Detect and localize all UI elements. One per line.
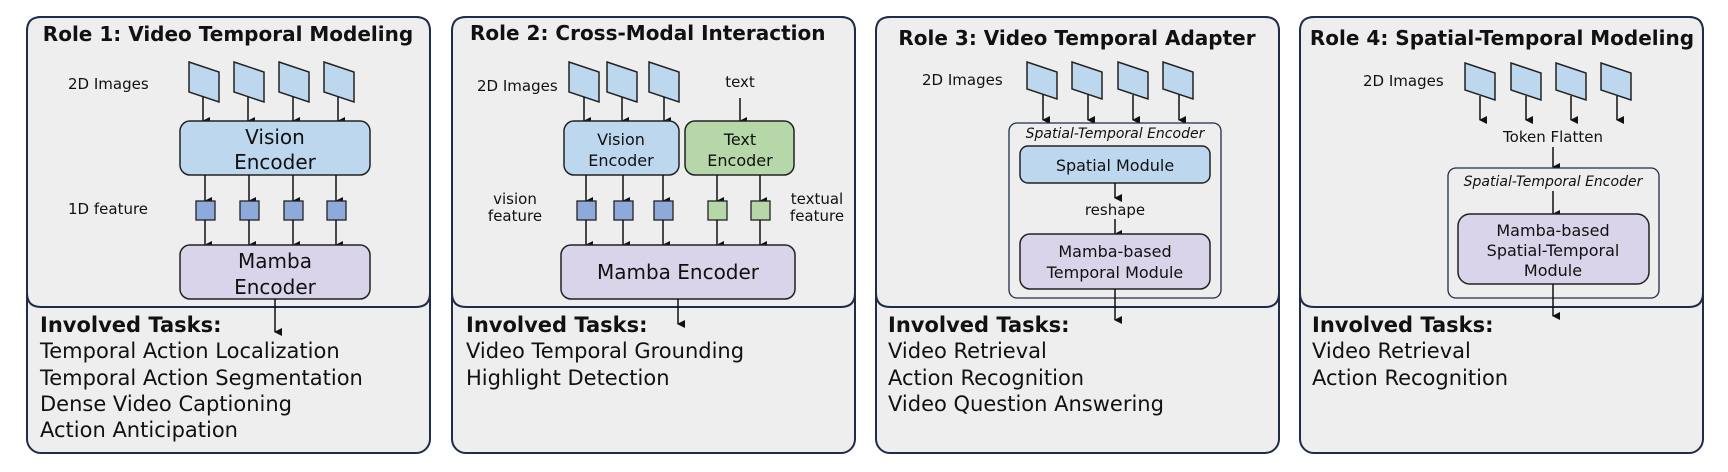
- mamba-encoder-label: Encoder: [234, 275, 317, 299]
- image-frame-icon: [648, 60, 680, 104]
- tasks-title: Involved Tasks:: [40, 313, 222, 337]
- image-frames: [568, 60, 680, 104]
- role-2-panel: Role 2: Cross-Modal Interaction 2D Image…: [451, 16, 856, 454]
- image-frame-icon: [1026, 60, 1058, 101]
- task-item: Dense Video Captioning: [40, 392, 292, 416]
- text-encoder-label: Text: [723, 130, 756, 149]
- image-frames: [1026, 60, 1194, 101]
- image-frame-icon: [1510, 61, 1542, 102]
- image-frame-icon: [1071, 60, 1103, 101]
- image-frame-icon: [323, 60, 355, 104]
- role-1-panel: Role 1: Video Temporal Modeling 2D Image…: [26, 16, 431, 454]
- image-frame-icon: [1600, 61, 1632, 102]
- feature-tokens: [195, 175, 347, 249]
- spatial-temporal-module-label: Mamba-based: [1496, 221, 1609, 240]
- mamba-encoder-label: Mamba: [238, 249, 312, 273]
- spatial-temporal-module-label: Module: [1524, 261, 1582, 280]
- role-2-title: Role 2: Cross-Modal Interaction: [470, 21, 825, 45]
- image-frames: [188, 60, 355, 104]
- input-label: 2D Images: [922, 71, 1003, 89]
- tasks-title: Involved Tasks:: [888, 313, 1070, 337]
- task-item: Action Recognition: [1312, 366, 1508, 390]
- vision-encoder-label: Vision: [597, 130, 645, 149]
- spatial-temporal-encoder-label: Spatial-Temporal Encoder: [1464, 174, 1644, 190]
- role-3-panel: Role 3: Video Temporal Adapter 2D Images…: [875, 16, 1280, 454]
- token-flatten-label: Token Flatten: [1502, 128, 1603, 146]
- input-label: 2D Images: [68, 75, 149, 93]
- text-encoder-label: Encoder: [707, 151, 773, 170]
- feature-token: [326, 200, 347, 221]
- vision-feature-label: vision: [493, 190, 537, 208]
- feature-label: 1D feature: [68, 200, 148, 218]
- task-item: Video Temporal Grounding: [466, 339, 744, 363]
- reshape-label: reshape: [1085, 201, 1145, 219]
- vision-feature-token: [653, 200, 674, 221]
- image-frame-icon: [568, 60, 600, 104]
- image-frame-icon: [188, 60, 220, 104]
- input-label: 2D Images: [1363, 72, 1444, 90]
- tasks-title: Involved Tasks:: [1312, 313, 1494, 337]
- feature-token: [195, 200, 216, 221]
- feature-token: [239, 200, 260, 221]
- mamba-encoder-label: Mamba Encoder: [597, 260, 760, 284]
- text-encoder-box: [684, 120, 795, 176]
- textual-feature-token: [707, 200, 728, 221]
- vision-feature-token: [613, 200, 634, 221]
- vision-feature-label: feature: [488, 207, 542, 225]
- role-4-title: Role 4: Spatial-Temporal Modeling: [1310, 26, 1694, 50]
- task-item: Action Anticipation: [40, 418, 238, 442]
- text-input-label: text: [725, 73, 755, 91]
- role-3-title: Role 3: Video Temporal Adapter: [898, 26, 1255, 50]
- tasks-title: Involved Tasks:: [466, 313, 648, 337]
- vision-encoder-label: Encoder: [588, 151, 654, 170]
- task-item: Video Question Answering: [888, 392, 1164, 416]
- task-item: Video Retrieval: [888, 339, 1047, 363]
- role-4-panel: Role 4: Spatial-Temporal Modeling 2D Ima…: [1299, 16, 1704, 454]
- temporal-module-label: Mamba-based: [1058, 242, 1171, 261]
- input-label: 2D Images: [477, 77, 558, 95]
- image-frame-icon: [1464, 61, 1496, 102]
- image-frame-icon: [1117, 60, 1149, 101]
- spatial-temporal-encoder-label: Spatial-Temporal Encoder: [1026, 126, 1206, 142]
- image-frame-icon: [278, 60, 310, 104]
- textual-feature-label: textual: [791, 190, 843, 208]
- task-item: Temporal Action Localization: [39, 339, 340, 363]
- image-frame-icon: [606, 60, 638, 104]
- image-frame-icon: [1555, 61, 1587, 102]
- task-item: Video Retrieval: [1312, 339, 1471, 363]
- role-1-title: Role 1: Video Temporal Modeling: [43, 22, 413, 46]
- image-frame-icon: [1162, 60, 1194, 101]
- task-item: Highlight Detection: [466, 366, 670, 390]
- textual-feature-token: [750, 200, 771, 221]
- feature-tokens: [576, 175, 771, 249]
- temporal-module-label: Temporal Module: [1046, 263, 1184, 282]
- vision-feature-token: [576, 200, 597, 221]
- vision-encoder-label: Vision: [245, 125, 305, 149]
- spatial-module-label: Spatial Module: [1056, 156, 1174, 175]
- task-item: Temporal Action Segmentation: [39, 366, 363, 390]
- feature-token: [283, 200, 304, 221]
- vision-encoder-label: Encoder: [234, 150, 317, 174]
- vision-encoder-box: [179, 120, 371, 176]
- image-frames: [1464, 61, 1632, 102]
- vision-encoder-box: [563, 120, 680, 176]
- image-frame-icon: [233, 60, 265, 104]
- task-item: Action Recognition: [888, 366, 1084, 390]
- spatial-temporal-module-label: Spatial-Temporal: [1487, 241, 1620, 260]
- textual-feature-label: feature: [790, 207, 844, 225]
